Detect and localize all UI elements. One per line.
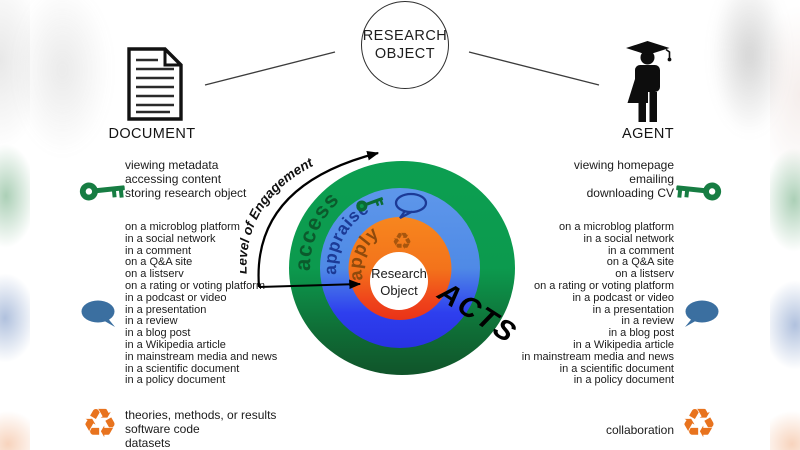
engagement-rings-diagram: Research Object access appraise apply ♻ … xyxy=(240,151,523,375)
list-item: in a Wikipedia article xyxy=(573,338,674,351)
list-item: in a social network xyxy=(125,232,216,245)
list-item: in a comment xyxy=(125,244,192,257)
list-item: viewing metadata xyxy=(125,158,219,172)
agent-connector-line xyxy=(468,51,600,86)
document-label: DOCUMENT xyxy=(108,126,196,142)
list-item: on a rating or voting platform xyxy=(125,279,266,292)
list-item: storing research object xyxy=(125,186,247,200)
recycle-icon: ♻ xyxy=(392,228,413,254)
list-item: in a policy document xyxy=(125,374,226,387)
list-item: in a scientific document xyxy=(125,362,240,375)
list-item: in a podcast or video xyxy=(572,291,674,304)
recycle-icon: ♻ xyxy=(681,402,717,446)
key-icon xyxy=(79,182,125,201)
list-item: accessing content xyxy=(125,172,222,186)
list-item: in a Wikipedia article xyxy=(125,338,226,351)
list-item: theories, methods, or results xyxy=(125,408,277,422)
engagement-axis-arrow xyxy=(257,151,380,288)
list-item: software code xyxy=(125,422,200,436)
key-icon xyxy=(356,197,384,212)
bubble-tail xyxy=(685,316,699,327)
research-object-core xyxy=(370,252,428,310)
right-apply-list: collaboration xyxy=(606,423,674,437)
key-shape xyxy=(79,182,125,201)
agent-figure xyxy=(626,41,672,122)
list-item: in a presentation xyxy=(592,303,674,316)
list-item: in a podcast or video xyxy=(125,291,227,304)
list-item: in a comment xyxy=(607,244,674,257)
list-item: in a blog post xyxy=(125,327,191,340)
list-item: collaboration xyxy=(605,423,674,437)
document-icon xyxy=(127,47,183,121)
list-item: on a rating or voting platform xyxy=(533,279,674,292)
list-item: in a social network xyxy=(583,232,675,245)
key-shape xyxy=(676,182,722,201)
list-item: downloading CV xyxy=(586,186,674,200)
list-item: on a Q&A site xyxy=(125,256,193,269)
research-object-line1: RESEARCH xyxy=(362,28,448,44)
bubble-tail xyxy=(101,316,115,327)
bubble-body xyxy=(81,300,115,323)
speech-bubble-icon xyxy=(685,300,719,327)
list-item: viewing homepage xyxy=(573,158,674,172)
agent-icon xyxy=(626,41,672,122)
list-item: emailing xyxy=(629,172,674,186)
list-item: in a review xyxy=(621,315,674,328)
speech-bubble-icon xyxy=(394,192,428,220)
document-connector-line xyxy=(204,51,336,86)
core-line2: Object xyxy=(380,283,418,298)
core-line1: Research xyxy=(371,266,427,281)
list-item: on a listserv xyxy=(615,268,674,281)
list-item: in a blog post xyxy=(608,327,674,340)
document-text-lines xyxy=(136,58,174,114)
document-fold xyxy=(163,49,181,67)
agent-label: AGENT xyxy=(622,126,674,142)
key-icon xyxy=(676,182,722,201)
to-core-arrow xyxy=(258,279,362,290)
list-item: in mainstream media and news xyxy=(125,350,278,363)
list-item: in mainstream media and news xyxy=(521,350,674,363)
research-object-line2: OBJECT xyxy=(374,46,436,62)
recycle-icon: ♻ xyxy=(82,402,118,446)
list-item: in a scientific document xyxy=(559,362,674,375)
speech-bubble-icon xyxy=(81,300,115,327)
list-item: in a policy document xyxy=(573,374,674,387)
list-item: on a listserv xyxy=(125,268,184,281)
list-item: on a Q&A site xyxy=(606,256,674,269)
list-item: on a microblog platform xyxy=(125,221,240,233)
research-object-bubble: RESEARCH OBJECT xyxy=(361,1,449,89)
list-item: datasets xyxy=(125,436,171,450)
list-item: in a review xyxy=(125,315,178,328)
list-item: in a presentation xyxy=(125,303,207,316)
list-item: on a microblog platform xyxy=(559,221,674,233)
bubble-body xyxy=(685,300,719,323)
